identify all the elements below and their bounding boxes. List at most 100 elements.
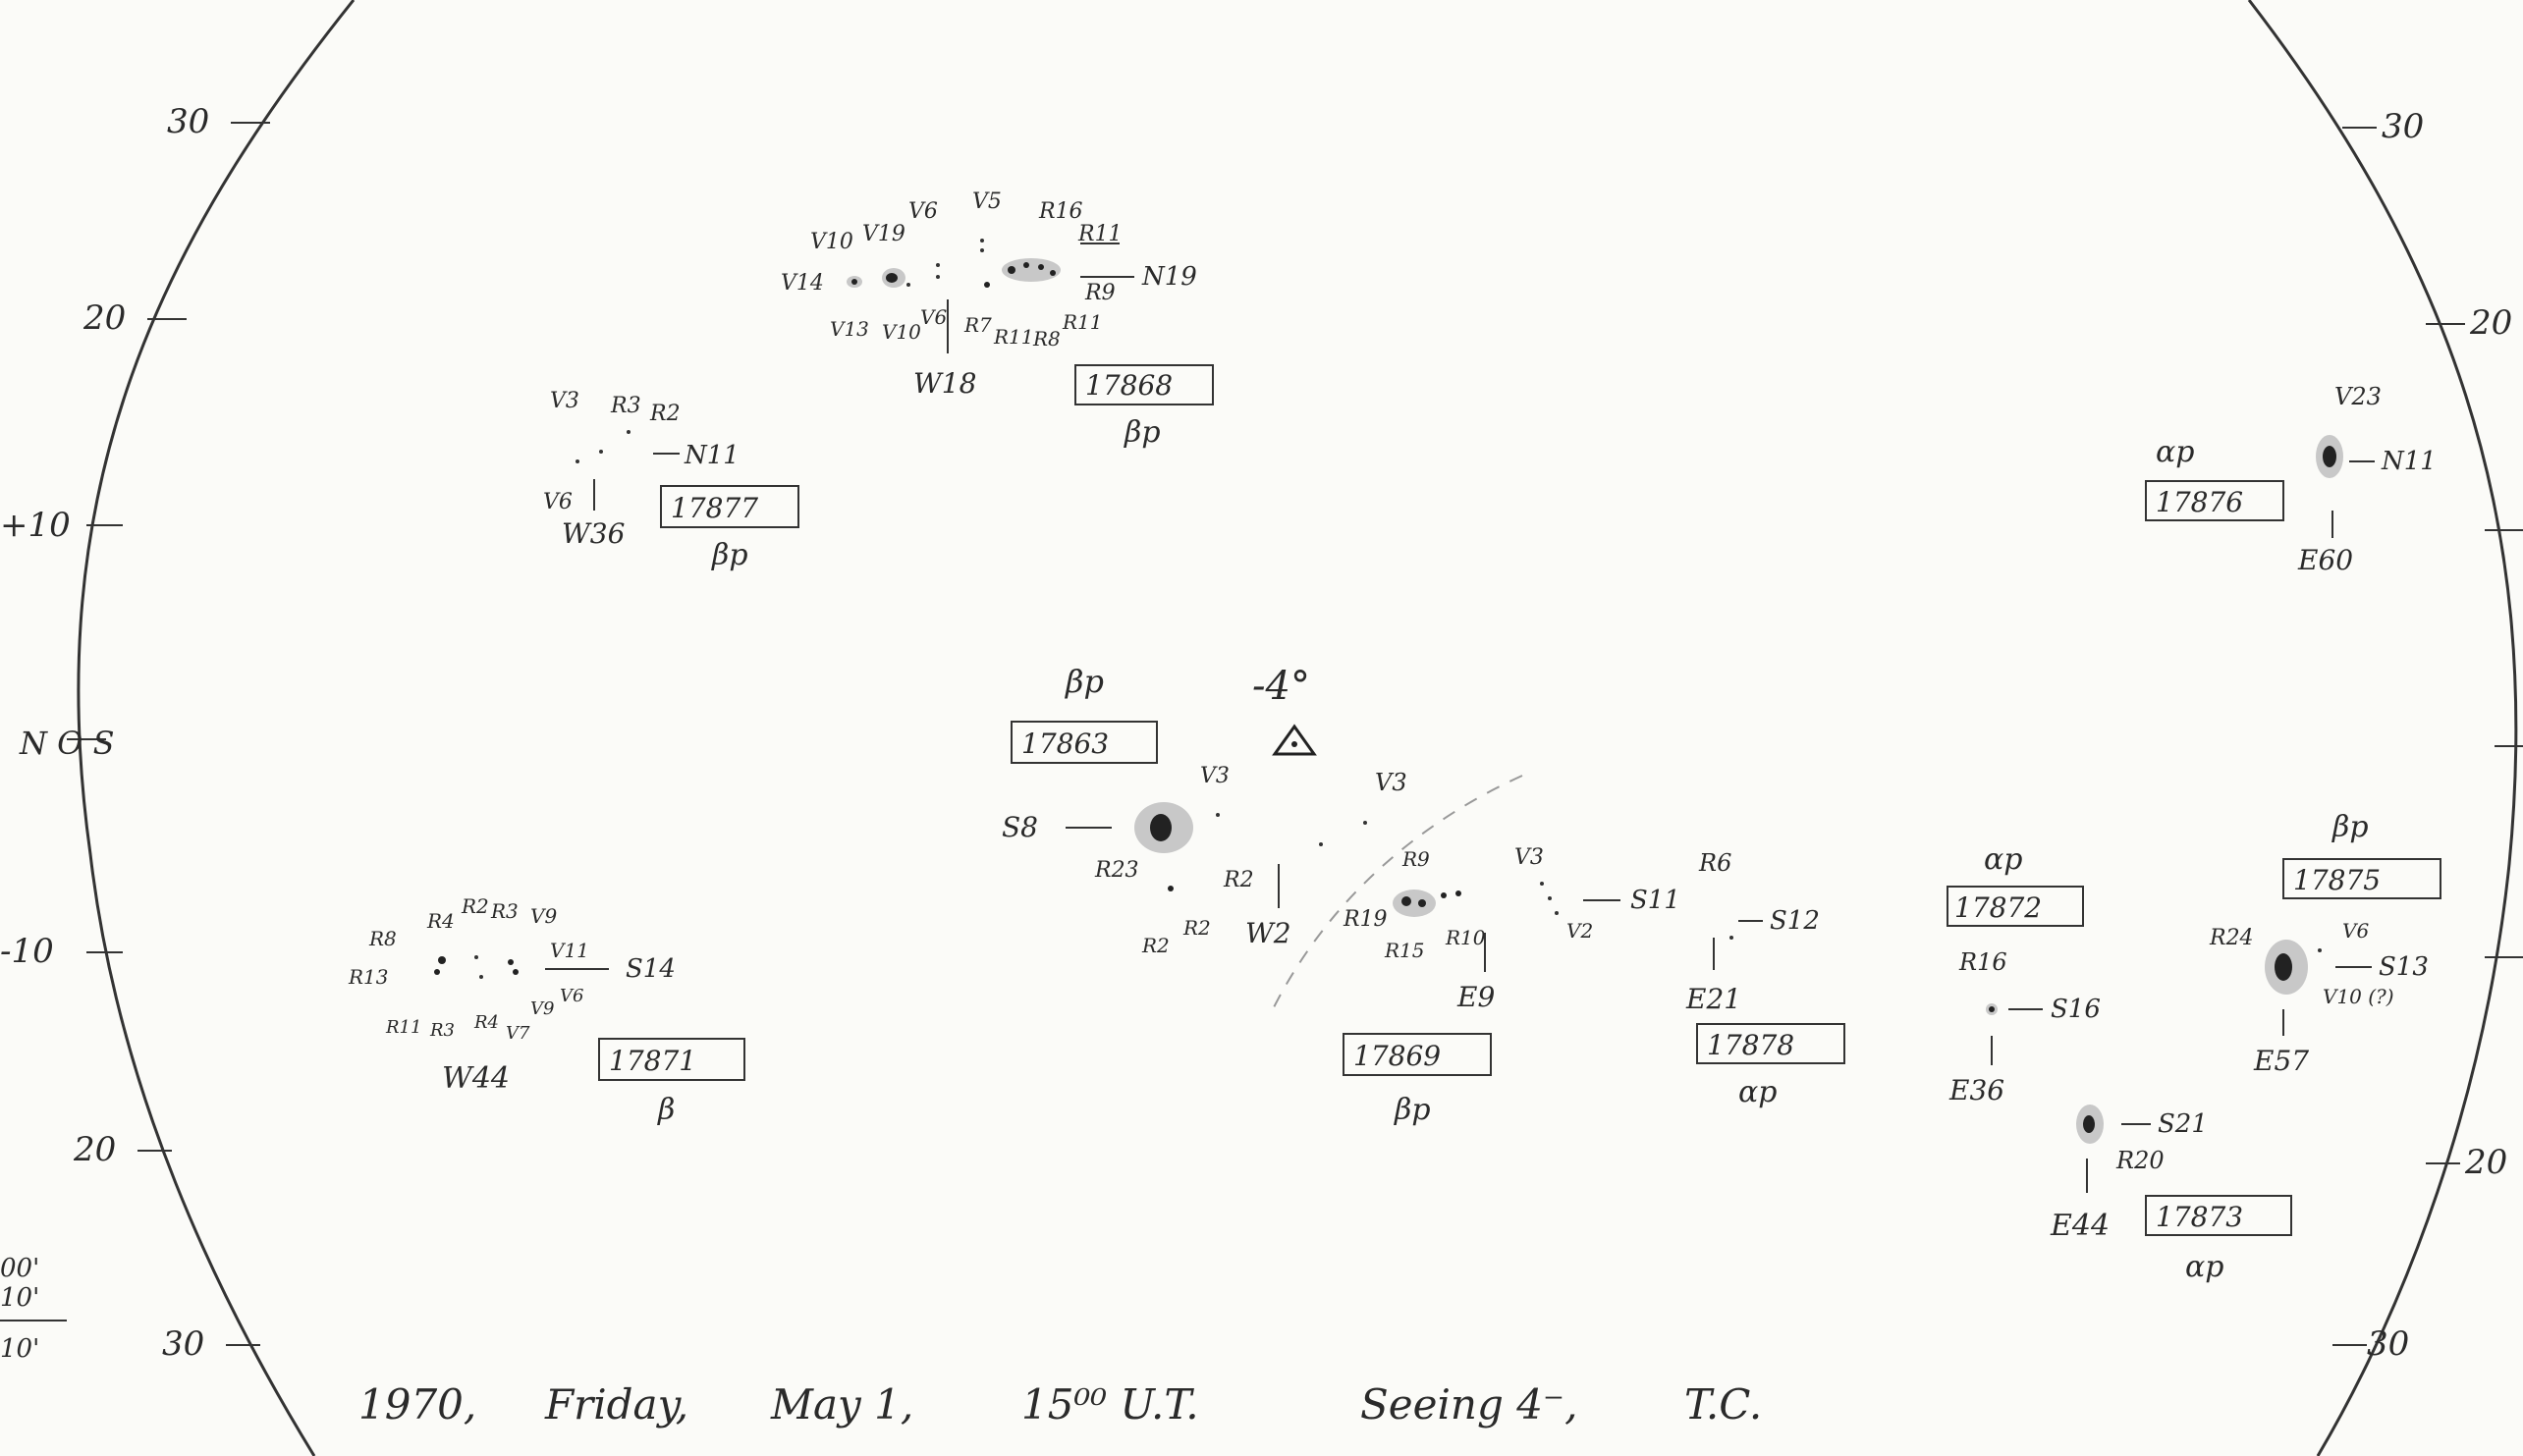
dashed-boundary-line <box>1271 775 1523 1012</box>
spot-label: R9 <box>1084 281 1116 305</box>
lat-tick-label: -10 <box>0 932 54 971</box>
spot-label: V6 <box>560 986 583 1006</box>
latitude-label: S8 <box>1002 811 1038 843</box>
group-class: βp <box>711 538 748 572</box>
spot-label: R4 <box>473 1012 499 1033</box>
spot-label: R2 <box>1182 916 1211 940</box>
group-17877: V3 R3 R2 V6 N11 W36 17877 βp <box>543 389 799 572</box>
central-meridian-label: -4° <box>1252 664 1310 709</box>
spot-label: R19 <box>1343 907 1388 932</box>
latitude-label: S21 <box>2158 1109 2208 1139</box>
group-class: βp <box>2331 810 2369 844</box>
group-17876: V23 N11 E60 17876 αp <box>2145 383 2437 576</box>
spot-label: V10 <box>810 230 853 254</box>
position-label: W44 <box>442 1061 510 1096</box>
spot-label: R24 <box>2209 926 2254 950</box>
group-number: 17868 <box>1085 369 1173 402</box>
spot-label: V9 <box>530 998 554 1019</box>
spot-label: V7 <box>506 1023 530 1044</box>
spot-label: R3 <box>490 899 519 923</box>
spot-label: V6 <box>2342 919 2369 943</box>
spot-label: R15 <box>1384 939 1425 962</box>
position-label: E44 <box>2050 1209 2110 1243</box>
spot-label: V5 <box>972 189 1002 214</box>
spot-label: R8 <box>1032 327 1061 351</box>
spot-label: R10 <box>1445 926 1486 949</box>
group-number: 17871 <box>609 1045 696 1077</box>
observation-footer: 1970, Friday, May 1, 15⁰⁰ U.T. Seeing 4⁻… <box>358 1380 1762 1429</box>
lat-tick-label: +10 <box>0 506 71 545</box>
group-number: 17869 <box>1353 1040 1441 1072</box>
spot-label: V9 <box>530 904 557 928</box>
margin-notes: 00' 10' 10' <box>0 1254 67 1364</box>
group-number: 17872 <box>1954 891 2042 924</box>
lat-tick-label: 20 <box>82 298 126 338</box>
group-17873: R20 S21 E44 17873 αp <box>2050 1105 2292 1284</box>
spot-label: V23 <box>2334 383 2382 410</box>
group-class: βp <box>1065 663 1104 700</box>
spot-label: V10 <box>882 320 921 344</box>
group-class: αp <box>2185 1250 2223 1284</box>
lat-tick-label: 20 <box>73 1130 116 1169</box>
group-number: 17878 <box>1707 1029 1794 1061</box>
lat-tick-label: 20 <box>2469 303 2512 343</box>
group-17875: R24 V6 V10 (?) S13 E57 17875 βp <box>2209 810 2441 1077</box>
spot-label: R11 <box>993 325 1034 349</box>
position-label: W2 <box>1245 917 1291 949</box>
spot-label: R16 <box>1958 948 2007 976</box>
group-number: 17873 <box>2156 1201 2243 1233</box>
spot-label: V3 <box>1200 764 1230 788</box>
left-latitude-scale: 30 20 +10 -10 20 30 N O S <box>0 102 270 1364</box>
spot-label: R4 <box>426 909 455 933</box>
central-meridian-marker: -4° <box>1252 664 1317 756</box>
latitude-label: N19 <box>1141 262 1197 292</box>
group-number: 17876 <box>2156 486 2243 518</box>
spot-label: V6 <box>920 305 947 329</box>
group-17878: V3 V2 R6 S11 S12 E21 17878 αp <box>1514 845 1845 1109</box>
east-limb-arc <box>77 0 356 1456</box>
spot-label: R9 <box>1401 847 1430 871</box>
spot-label: V19 <box>862 222 905 246</box>
spot-label: V2 <box>1566 919 1593 943</box>
spot-label: V3 <box>1375 769 1407 796</box>
spot-label: R20 <box>2115 1147 2165 1174</box>
group-17872: R16 S16 E36 17872 αp <box>1947 842 2101 1106</box>
position-label: W36 <box>562 517 625 550</box>
position-label: E21 <box>1685 983 1741 1015</box>
position-label: E60 <box>2297 544 2353 576</box>
spot-label: V3 <box>550 389 579 413</box>
spot-label: R2 <box>461 894 489 918</box>
group-class: αp <box>1984 842 2022 877</box>
group-17869: R9 R19 R15 R10 E9 17869 βp <box>1343 847 1495 1127</box>
equator-label: N O S <box>19 725 115 762</box>
lat-tick-label: 30 <box>2382 107 2424 146</box>
spot-label: V14 <box>781 271 824 296</box>
spot-label: R16 <box>1038 199 1083 224</box>
spot-label: R23 <box>1094 858 1139 883</box>
lat-tick-label: 30 <box>162 1324 204 1364</box>
margin-note: 00' <box>0 1254 39 1283</box>
footer-weekday: Friday, <box>544 1380 688 1429</box>
position-label: E9 <box>1456 981 1495 1013</box>
spot-label: V6 <box>908 199 938 224</box>
footer-seeing: Seeing 4⁻, <box>1360 1380 1577 1429</box>
latitude-label: S11 <box>1630 886 1680 915</box>
latitude-label: N11 <box>2381 447 2437 476</box>
group-number: 17863 <box>1021 728 1109 760</box>
right-latitude-scale: 30 20 20 30 <box>2332 107 2523 1364</box>
spot-label: V6 <box>543 490 573 514</box>
spot-label: R2 <box>649 402 681 426</box>
spot-label: V3 <box>1514 845 1544 870</box>
spot-label: V13 <box>830 317 869 341</box>
footer-observer: T.C. <box>1684 1380 1762 1429</box>
group-class: βp <box>1124 415 1161 450</box>
spot-label: R11 <box>385 1017 421 1038</box>
group-class: αp <box>2156 435 2194 469</box>
footer-time: 15⁰⁰ U.T. <box>1021 1380 1199 1429</box>
margin-note: 10' <box>0 1334 39 1364</box>
group-number: 17877 <box>671 492 758 524</box>
latitude-label: N11 <box>684 441 740 470</box>
group-17871: R4 R2 R3 V9 R8 V11 R13 V6 R11 R3 R4 V7 V… <box>348 894 745 1127</box>
